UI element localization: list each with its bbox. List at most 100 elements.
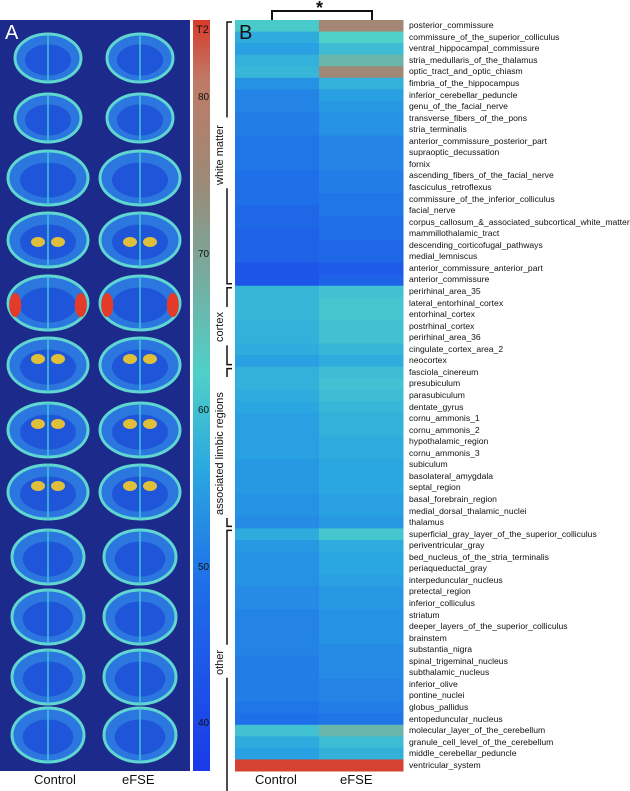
heatmap-cell [235, 216, 320, 229]
heatmap-cell [319, 574, 404, 587]
brain-slice-image [6, 274, 90, 332]
row-label: cornu_ammonis_3 [409, 447, 480, 458]
heatmap-cell [319, 54, 404, 67]
row-label: optic_tract_and_optic_chiasm [409, 66, 523, 77]
row-label: corpus_callosum_&_associated_subcortical… [409, 216, 630, 227]
row-label: basolateral_amygdala [409, 470, 494, 481]
heatmap-cell [235, 147, 320, 160]
heatmap-cell [319, 447, 404, 460]
heatmap-cell [319, 643, 404, 656]
row-label: periaqueductal_gray [409, 563, 487, 574]
heatmap-cell [319, 505, 404, 518]
heatmap-cell [319, 355, 404, 368]
heatmap-cell [319, 747, 404, 760]
heatmap-cell [235, 655, 320, 668]
heatmap-cell [319, 123, 404, 137]
brain-slices-image [6, 32, 182, 764]
brain-slice-image [102, 706, 178, 764]
heatmap-cell [319, 493, 404, 506]
heatmap-cell [235, 620, 320, 633]
heatmap-cell [319, 424, 404, 437]
heatmap-cell [235, 343, 320, 356]
panel-b-letter: B [239, 22, 253, 44]
row-label: medial_dorsal_thalamic_nuclei [409, 505, 527, 516]
heatmap-cell [235, 251, 320, 264]
row-label: anterior_commissure_posterior_part [409, 135, 548, 146]
heatmap-cell [319, 690, 404, 703]
row-label: spinal_trigeminal_nucleus [409, 655, 508, 666]
brain-slice-image [6, 336, 90, 394]
heatmap-cell [235, 285, 320, 298]
brain-slice-image [6, 211, 90, 269]
heatmap-cell [235, 470, 320, 483]
heatmap-cell [319, 389, 404, 402]
heatmap-cell [235, 424, 320, 437]
heatmap-cell [235, 667, 320, 680]
brain-slice-image [10, 706, 86, 764]
heatmap-cell [235, 89, 320, 102]
row-label: genu_of_the_facial_nerve [409, 101, 508, 112]
row-label: superficial_gray_layer_of_the_superior_c… [409, 528, 597, 539]
heatmap-cell [319, 597, 404, 610]
column-label-control-a: Control [34, 772, 76, 787]
heatmap-cell [235, 482, 320, 495]
brain-slice-image [10, 648, 86, 706]
heatmap-cell [235, 239, 320, 252]
heatmap-cell [319, 678, 404, 691]
heatmap-cell [235, 493, 320, 506]
row-label: ventricular_system [409, 759, 481, 770]
row-label: substantia_nigra [409, 644, 473, 655]
heatmap-cell [235, 597, 320, 610]
heatmap-cell [235, 331, 320, 345]
heatmap-cell [319, 701, 404, 714]
heatmap-cell [235, 586, 320, 599]
row-label: perirhinal_area_36 [409, 332, 481, 343]
heatmap-cell [319, 516, 404, 529]
heatmap-cell [319, 470, 404, 483]
heatmap-cell [235, 123, 320, 137]
row-label: stria_medullaris_of_the_thalamus [409, 54, 538, 65]
colorbar-tick-label: 80 [198, 92, 210, 104]
row-label: parasubiculum [409, 390, 465, 400]
heatmap-cell [235, 539, 320, 552]
t2-colorbar [193, 20, 210, 771]
heatmap-cell [319, 366, 404, 379]
heatmap-cell [235, 181, 320, 194]
brain-slice-image [105, 92, 175, 144]
heatmap-cell [235, 320, 320, 333]
row-label: cingulate_cortex_area_2 [409, 343, 504, 354]
row-label: transverse_fibers_of_the_pons [409, 112, 528, 123]
heatmap-cell [319, 401, 404, 414]
row-label: posterior_commissure [409, 20, 494, 31]
heatmap-cell [235, 701, 320, 714]
heatmap-cell [319, 620, 404, 633]
row-label: facial_nerve [409, 205, 456, 216]
row-label: ascending_fibers_of_the_facial_nerve [409, 170, 554, 181]
heatmap-cell [235, 401, 320, 414]
heatmap-cell [235, 609, 320, 622]
heatmap-cell [235, 551, 320, 564]
colorbar-tick-label: 40 [198, 718, 210, 730]
row-label: anterior_commissure_anterior_part [409, 262, 543, 273]
heatmap-cell [319, 736, 404, 749]
heatmap-cell [319, 193, 404, 206]
heatmap-cell [319, 239, 404, 252]
heatmap-cell [319, 112, 404, 125]
brain-slice-image [98, 211, 182, 269]
row-label: entorhinal_cortex [409, 309, 475, 320]
heatmap-cell [235, 447, 320, 460]
heatmap-cell [235, 574, 320, 587]
brain-slice-image [6, 401, 90, 459]
group-label: associated limbic regions [214, 392, 226, 515]
colorbar-title: T2 [196, 24, 209, 36]
heatmap-cell [235, 412, 320, 425]
heatmap-cell [235, 690, 320, 703]
heatmap-cell [319, 77, 404, 90]
row-label: inferior_cerebellar_peduncle [409, 89, 518, 100]
row-label: pontine_nuclei [409, 690, 465, 701]
row-label: basal_forebrain_region [409, 493, 497, 504]
row-label: inferior_colliculus [409, 597, 475, 608]
row-label: stria_terminalis [409, 124, 467, 135]
row-label: dentate_gyrus [409, 401, 464, 412]
heatmap-cell [235, 204, 320, 217]
